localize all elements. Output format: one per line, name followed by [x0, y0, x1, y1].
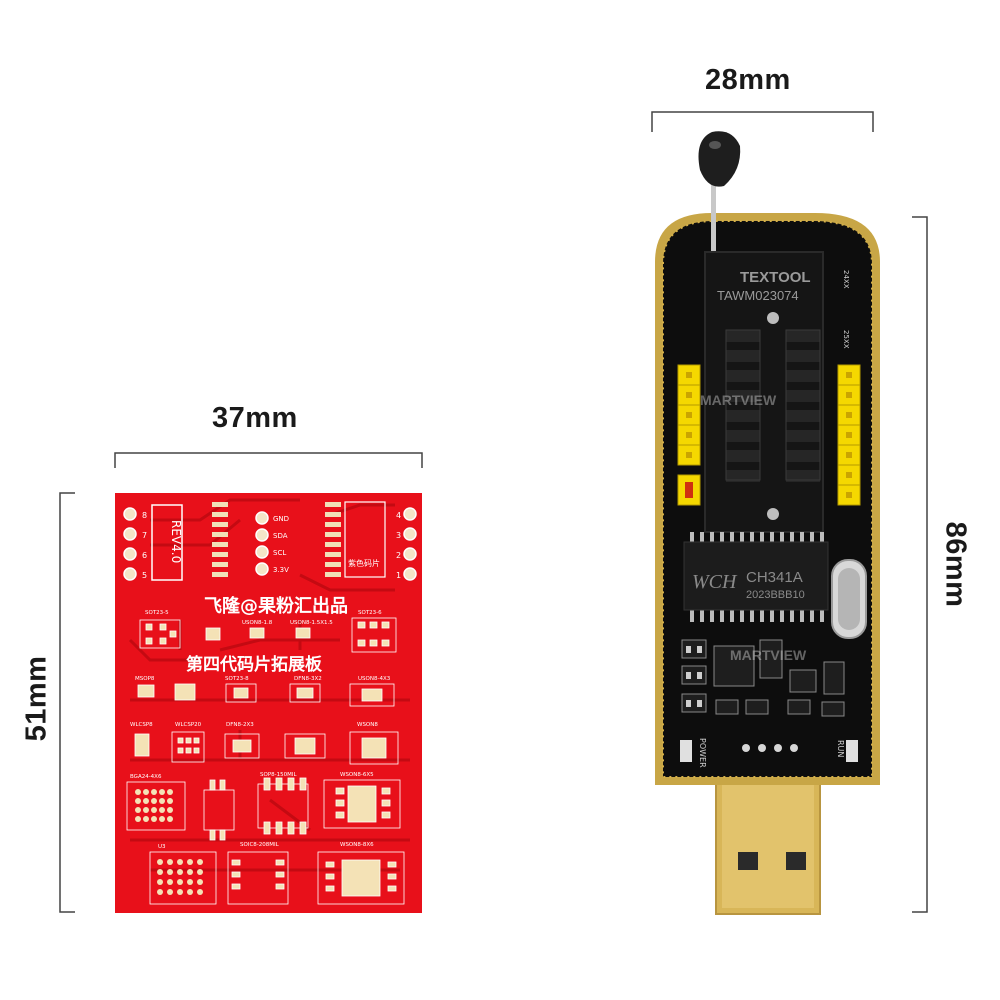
pin-gnd-label: GND — [273, 515, 289, 523]
eeprom-label: 24XX — [842, 270, 850, 289]
pin-scl-label: SCL — [273, 549, 286, 557]
watermark: MARTVIEW — [730, 647, 807, 663]
revision-label: REV4.0 — [169, 520, 183, 563]
svg-text:2: 2 — [396, 551, 401, 560]
footprint-label: USON8-1.5X1.5 — [290, 620, 333, 626]
svg-text:3: 3 — [396, 531, 401, 540]
footprint-label: WSON8-8X6 — [340, 842, 374, 848]
footprint-label: SOIC8-208MIL — [240, 842, 280, 848]
footprint-label: SOT23-6 — [358, 610, 382, 616]
footprint-label: U3 — [158, 844, 166, 850]
footprint-label: WLCSP20 — [175, 722, 202, 728]
footprint-label: SOT23-8 — [225, 676, 249, 682]
svg-text:7: 7 — [142, 531, 147, 540]
chip-code: 2023BBB10 — [746, 589, 805, 601]
footprint-label: USON8-1.8 — [242, 620, 273, 626]
footprint-label: DFN8-2X3 — [226, 722, 254, 728]
svg-text:5: 5 — [142, 571, 147, 580]
svg-text:6: 6 — [142, 551, 147, 560]
ch341a-programmer: TEXTOOL TAWM023074 24XX 25XX — [655, 131, 880, 915]
dimension-lines — [59, 111, 928, 913]
credit-line: 飞隆@果粉汇出品 — [204, 595, 348, 617]
footprint-label: DFN8-3X2 — [294, 676, 322, 682]
footprint-label: WLCSP8 — [130, 722, 153, 728]
svg-text:8: 8 — [142, 511, 147, 520]
chip-model: CH341A — [746, 569, 803, 586]
socket-brand: TEXTOOL — [740, 269, 811, 286]
run-label: RUN — [836, 740, 845, 757]
footprint-label: MSOP8 — [135, 676, 155, 682]
pin-sda-label: SDA — [273, 532, 288, 540]
red-board-width-label: 37mm — [212, 402, 298, 434]
footprint-label: SOT23-5 — [145, 610, 169, 616]
programmer-width-label: 28mm — [705, 64, 791, 96]
watermark: MARTVIEW — [700, 392, 777, 408]
red-expansion-board: 8 7 6 5 4 3 2 1 REV4.0 GND SDA SCL 3.3V 紫色码片 飞… — [115, 493, 422, 913]
svg-text:1: 1 — [396, 571, 401, 580]
footprint-label: BGA24-4X6 — [130, 774, 162, 780]
footprint-label: WSON8 — [357, 722, 378, 728]
chip-logo: WCH — [692, 571, 738, 593]
footprint-label: USON8-4X3 — [358, 676, 391, 682]
svg-text:4: 4 — [396, 511, 401, 520]
slot-label: 紫色码片 — [348, 558, 380, 568]
title-line: 第四代码片拓展板 — [186, 654, 323, 675]
footprint-label: SOP8-150MIL — [260, 772, 297, 778]
power-label: POWER — [698, 738, 707, 768]
footprint-label: WSON8-6X5 — [340, 772, 374, 778]
pin-3v3-label: 3.3V — [273, 566, 289, 574]
socket-code: TAWM023074 — [717, 288, 799, 303]
eeprom-label: 25XX — [842, 330, 850, 349]
